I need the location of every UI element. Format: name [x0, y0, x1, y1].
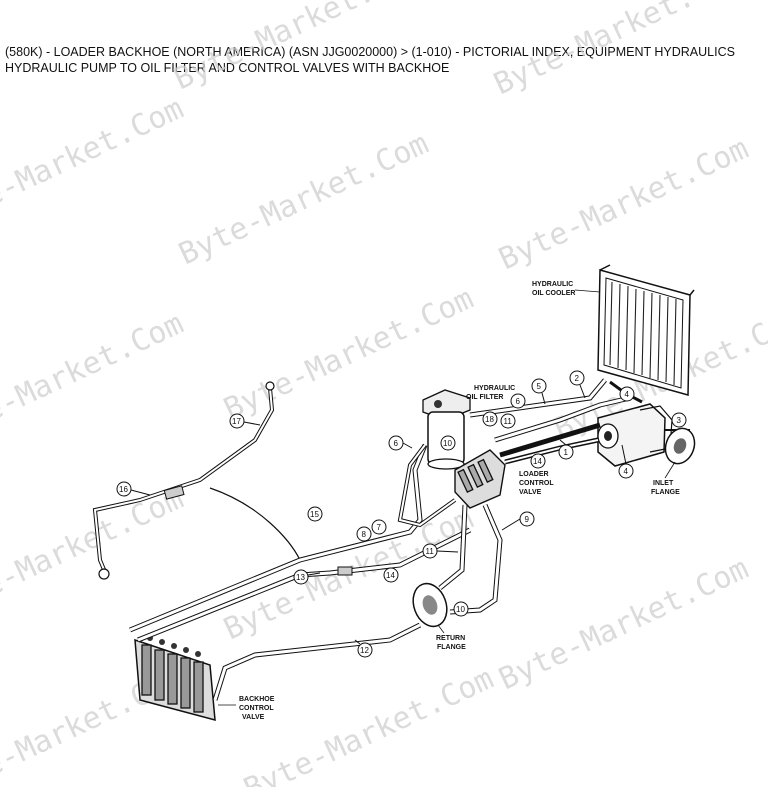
callout-9: 9 — [501, 511, 535, 531]
callout-6a: 6 — [510, 393, 526, 409]
callout-16: 16 — [116, 481, 151, 497]
svg-text:11: 11 — [426, 547, 435, 556]
watermark: Byte-Market.Com — [174, 126, 434, 272]
callouts: 1 2 3 4 4 5 6 6 7 8 9 10 10 11 11 12 13 … — [116, 370, 687, 658]
loader-control-valve — [454, 449, 506, 509]
svg-text:BACKHOE: BACKHOE — [239, 696, 275, 703]
watermark: Byte-Market.Com — [494, 131, 754, 277]
callout-14a: 14 — [383, 567, 399, 583]
svg-text:18: 18 — [485, 415, 494, 424]
callout-1: 1 — [558, 439, 574, 460]
label-loader-control-valve: LOADER CONTROL VALVE — [519, 471, 554, 496]
svg-text:OIL COOLER: OIL COOLER — [532, 290, 575, 297]
page-header: (580K) - LOADER BACKHOE (NORTH AMERICA) … — [5, 44, 765, 76]
callout-5: 5 — [531, 378, 547, 405]
component-labels: HYDRAULIC OIL COOLER HYDRAULIC OIL FILTE… — [218, 281, 680, 721]
svg-text:14: 14 — [386, 571, 395, 580]
watermark: Byte-Market.Com — [239, 661, 499, 787]
svg-text:1: 1 — [564, 448, 569, 457]
watermark: Byte-Market.Com — [489, 0, 749, 102]
svg-text:INLET: INLET — [653, 480, 674, 487]
label-hydraulic-oil-cooler: HYDRAULIC OIL COOLER — [532, 281, 601, 297]
label-backhoe-control-valve: BACKHOE CONTROL VALVE — [218, 696, 275, 721]
watermark: Byte-Market.Com — [169, 0, 429, 97]
callout-2: 2 — [569, 370, 586, 399]
svg-text:LOADER: LOADER — [519, 471, 549, 478]
watermark: Byte-Market.Com — [494, 551, 754, 697]
svg-text:HYDRAULIC: HYDRAULIC — [474, 385, 515, 392]
svg-text:15: 15 — [310, 510, 319, 519]
svg-text:VALVE: VALVE — [519, 489, 542, 496]
svg-text:CONTROL: CONTROL — [519, 480, 554, 487]
svg-text:4: 4 — [624, 467, 629, 476]
svg-text:3: 3 — [677, 416, 682, 425]
callout-10b: 10 — [453, 601, 469, 617]
callout-15: 15 — [307, 506, 323, 522]
label-inlet-flange: INLET FLANGE — [651, 461, 680, 496]
callout-18: 18 — [482, 411, 498, 427]
callout-17: 17 — [229, 413, 261, 429]
svg-text:8: 8 — [362, 530, 367, 539]
svg-text:2: 2 — [575, 374, 580, 383]
svg-text:16: 16 — [119, 485, 128, 494]
label-hydraulic-oil-filter: HYDRAULIC OIL FILTER — [466, 385, 515, 401]
svg-text:11: 11 — [504, 417, 513, 426]
svg-text:9: 9 — [525, 515, 530, 524]
hydraulic-pump — [597, 403, 696, 467]
svg-text:FLANGE: FLANGE — [651, 489, 680, 496]
svg-text:FLANGE: FLANGE — [437, 644, 466, 651]
hydraulic-lines — [92, 378, 643, 701]
callout-13: 13 — [293, 569, 321, 585]
svg-text:6: 6 — [516, 397, 521, 406]
callout-11b: 11 — [422, 543, 459, 559]
svg-text:VALVE: VALVE — [242, 714, 265, 721]
callout-10a: 10 — [440, 435, 456, 451]
hydraulic-oil-filter — [422, 389, 471, 470]
callout-7: 7 — [371, 519, 387, 535]
label-return-flange: RETURN FLANGE — [436, 624, 466, 651]
callout-6b: 6 — [388, 435, 413, 451]
callout-12: 12 — [354, 639, 373, 658]
watermark: Byte-Market.Com — [0, 91, 189, 237]
breadcrumb: (580K) - LOADER BACKHOE (NORTH AMERICA) … — [5, 45, 735, 59]
callout-14b: 14 — [530, 453, 546, 469]
svg-text:6: 6 — [394, 439, 399, 448]
svg-text:5: 5 — [537, 382, 542, 391]
hydraulic-oil-cooler — [597, 264, 695, 396]
svg-text:10: 10 — [456, 605, 465, 614]
svg-text:17: 17 — [232, 417, 241, 426]
return-flange — [412, 582, 448, 628]
callout-11a: 11 — [500, 413, 516, 429]
svg-text:10: 10 — [443, 439, 452, 448]
svg-text:CONTROL: CONTROL — [239, 705, 274, 712]
watermark: Byte-Market.Com — [0, 306, 189, 452]
svg-text:RETURN: RETURN — [436, 635, 465, 642]
svg-text:14: 14 — [533, 457, 542, 466]
svg-text:HYDRAULIC: HYDRAULIC — [532, 281, 573, 288]
svg-text:OIL FILTER: OIL FILTER — [466, 394, 503, 401]
callout-3: 3 — [671, 412, 687, 428]
svg-text:7: 7 — [377, 523, 382, 532]
backhoe-control-valve — [134, 635, 216, 722]
svg-text:4: 4 — [625, 390, 630, 399]
callout-4a: 4 — [619, 386, 635, 402]
page-title: HYDRAULIC PUMP TO OIL FILTER AND CONTROL… — [5, 61, 450, 75]
svg-text:12: 12 — [360, 646, 369, 655]
watermark: Byte-Market.Com — [0, 481, 189, 627]
svg-text:13: 13 — [296, 573, 305, 582]
callout-8: 8 — [356, 526, 372, 542]
callout-4b: 4 — [618, 444, 634, 479]
